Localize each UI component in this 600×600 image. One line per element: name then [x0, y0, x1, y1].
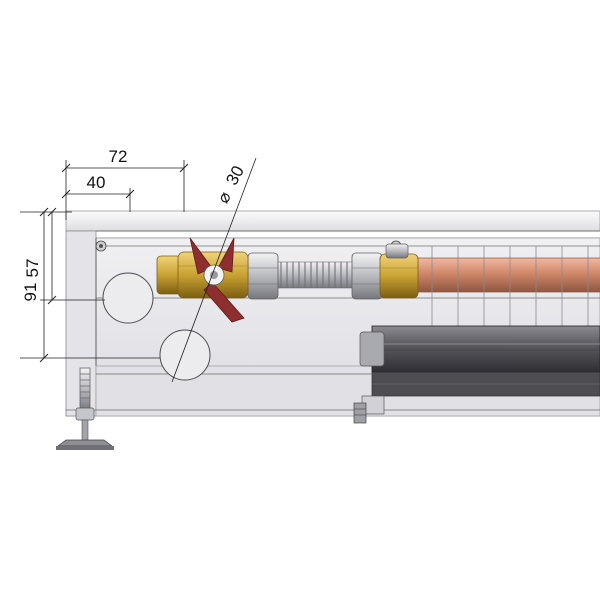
dim-diameter-30: 30	[222, 163, 248, 189]
knockout-holes	[102, 272, 211, 381]
bottom-bracket	[353, 395, 385, 424]
dim-height-57: 57	[23, 259, 42, 278]
copper-pipe	[415, 257, 600, 293]
top-cover-trim	[65, 210, 600, 232]
brass-tee-fitting	[379, 243, 419, 299]
heat-exchanger-fins	[431, 246, 589, 326]
knockout-hole-lower	[159, 329, 211, 381]
heat-exchanger	[359, 325, 600, 397]
levelling-foot	[56, 367, 114, 450]
dim-diameter-symbol: ⌀	[213, 188, 235, 206]
dim-height-91: 91	[21, 283, 40, 302]
knockout-hole-upper	[102, 272, 154, 324]
hose-nut-left	[247, 252, 279, 300]
dimension-lines	[20, 157, 257, 383]
hose-nut-right	[351, 252, 383, 300]
left-end-wall	[65, 230, 97, 417]
rail-bolt-left	[95, 240, 107, 252]
dim-width-40: 40	[87, 173, 106, 192]
dim-width-72: 72	[109, 147, 128, 166]
valve-handle	[189, 237, 245, 323]
dimension-ticks	[39, 163, 189, 363]
flexible-hose	[275, 261, 357, 289]
